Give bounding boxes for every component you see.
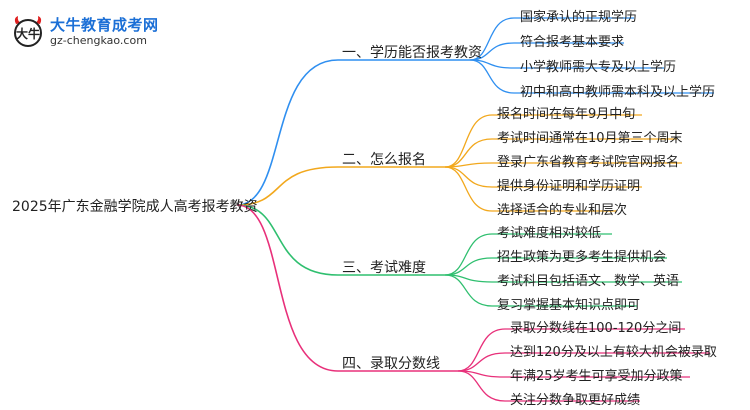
connector-root-to-branch-1 (236, 59, 339, 206)
branch-1-leaf-3: 小学教师需大专及以上学历 (520, 60, 677, 75)
connector-branch-4-leaf-2 (457, 352, 506, 372)
branch-4-leaf-2: 达到120分及以上有较大机会被录取 (510, 345, 717, 360)
connector-branch-2-leaf-4 (444, 166, 493, 188)
branch-3-leaf-4: 复习掌握基本知识点即可 (497, 298, 641, 313)
connector-branch-1-leaf-4 (469, 59, 515, 94)
branch-1-leaf-2: 符合报考基本要求 (520, 35, 625, 50)
branch-1-leaf-1: 国家承认的正规学历 (520, 10, 638, 25)
connector-branch-2-leaf-5 (444, 166, 493, 212)
branch-3-leaf-1: 考试难度相对较低 (497, 226, 602, 241)
branch-4-label: 四、录取分数线 (342, 356, 440, 372)
logo-emblem-text: 大牛 (16, 26, 40, 41)
branch-4-leaf-3: 年满25岁考生可享受加分政策 (510, 369, 683, 384)
branch-3-label: 三、考试难度 (342, 260, 426, 276)
connector-branch-3-leaf-1 (444, 233, 493, 276)
connector-root-to-branch-4 (236, 204, 339, 372)
branch-4-leaf-4: 关注分数争取更好成绩 (510, 393, 641, 408)
branch-4-leaf-1: 录取分数线在100-120分之间 (510, 321, 682, 336)
logo-site-url: gz-chengkao.com (50, 34, 147, 47)
connector-branch-3-leaf-2 (444, 257, 493, 276)
branch-1-label: 一、学历能否报考教资 (342, 45, 482, 61)
connector-root-to-branch-2 (236, 166, 339, 206)
connector-branch-2-leaf-1 (444, 114, 493, 168)
connector-branch-1-leaf-1 (469, 17, 515, 61)
connector-branch-4-leaf-1 (457, 328, 506, 372)
connector-branch-4-leaf-4 (457, 370, 506, 402)
logo-site-name: 大牛教育成考网 (50, 16, 159, 34)
connector-branch-1-leaf-2 (469, 42, 515, 61)
bull-logo-icon: 大牛 (14, 16, 42, 47)
branch-2-leaf-1: 报名时间在每年9月中旬 (497, 107, 636, 122)
branch-1-leaf-4: 初中和高中教师需本科及以上学历 (520, 85, 716, 100)
branch-2-leaf-5: 选择适合的专业和层次 (497, 203, 628, 218)
mindmap-root-topic: 2025年广东金融学院成人高考报考教资 (12, 199, 258, 215)
site-logo[interactable]: 大牛 大牛教育成考网 gz-chengkao.com (10, 14, 170, 50)
branch-2-leaf-4: 提供身份证明和学历证明 (497, 179, 641, 194)
branch-2-leaf-3: 登录广东省教育考试院官网报名 (497, 155, 680, 170)
connector-root-to-branch-3 (236, 204, 339, 276)
branch-3-leaf-2: 招生政策为更多考生提供机会 (497, 250, 667, 265)
branch-3-leaf-3: 考试科目包括语文、数学、英语 (497, 274, 680, 289)
branch-2-leaf-2: 考试时间通常在10月第三个周末 (497, 131, 683, 146)
branch-2-label: 二、怎么报名 (342, 152, 426, 168)
connector-branch-3-leaf-4 (444, 274, 493, 307)
